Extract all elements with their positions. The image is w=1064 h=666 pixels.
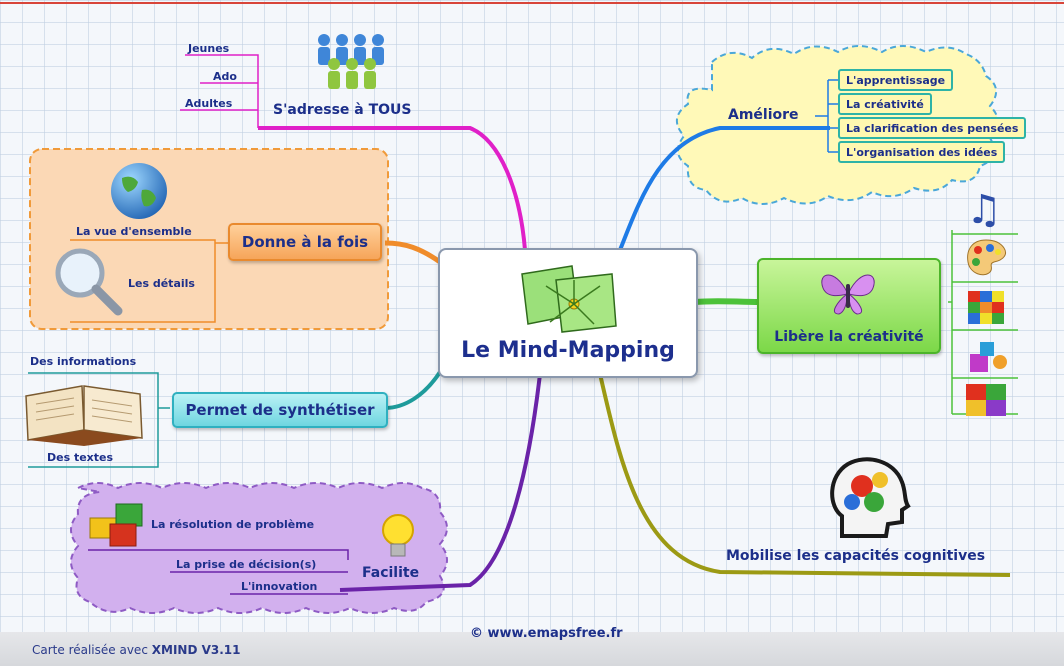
- blocks-icon: [89, 503, 143, 547]
- puzzle-icon: [966, 384, 1006, 416]
- topic-donne[interactable]: Donne à la fois: [228, 223, 382, 261]
- subtopic-details[interactable]: Les détails: [128, 277, 195, 290]
- leaves-icon: [521, 265, 617, 333]
- facilite-cloud: [70, 482, 448, 614]
- branch-adresse: [258, 126, 527, 251]
- topic-permet[interactable]: Permet de synthétiser: [172, 392, 388, 428]
- footer-credit: Carte réalisée avec XMIND V3.11: [32, 643, 240, 657]
- subtopic-apprentissage[interactable]: L'apprentissage: [838, 69, 954, 91]
- branch-facilite: [339, 373, 542, 592]
- footer-bar: [0, 632, 1064, 666]
- butterfly-icon: [821, 274, 875, 315]
- subtopic-resolution-probleme[interactable]: La résolution de problème: [151, 518, 315, 531]
- globe-icon: [111, 163, 167, 219]
- subtopic-creativite[interactable]: La créativité: [838, 93, 932, 115]
- topic-adresse[interactable]: S'adresse à TOUS: [273, 102, 412, 118]
- subtopic-adultes[interactable]: Adultes: [185, 97, 233, 110]
- branch-ameliore: [618, 126, 830, 251]
- topic-libere-box[interactable]: Libère la créativité: [757, 258, 941, 354]
- people-icon: [318, 34, 384, 89]
- subtopic-textes[interactable]: Des textes: [47, 451, 114, 464]
- subtopic-vue-ensemble[interactable]: La vue d'ensemble: [76, 225, 192, 238]
- subtopic-jeunes[interactable]: Jeunes: [188, 42, 230, 55]
- book-icon: [25, 385, 143, 446]
- subtopic-innovation[interactable]: L'innovation: [241, 580, 318, 593]
- footer-credit-prefix: Carte réalisée avec: [32, 643, 148, 657]
- subtopic-organisation-idees[interactable]: L'organisation des idées: [838, 141, 1006, 163]
- shapes-icon: [970, 342, 1007, 372]
- subtopic-clarification-pensees[interactable]: La clarification des pensées: [838, 117, 1027, 139]
- branch-mobilise: [598, 373, 1011, 577]
- subtopic-ado[interactable]: Ado: [213, 70, 237, 83]
- central-topic[interactable]: Le Mind-Mapping: [438, 248, 698, 378]
- branch-donne: [384, 240, 442, 265]
- branch-permet: [384, 370, 442, 410]
- subtopic-informations[interactable]: Des informations: [30, 355, 137, 368]
- palette-icon: [967, 239, 1007, 276]
- subtopic-prise-decision[interactable]: La prise de décision(s): [176, 558, 317, 571]
- rubik-cube-icon: [968, 291, 1004, 324]
- music-note-icon: ♫: [966, 187, 1002, 233]
- central-topic-title: Le Mind-Mapping: [461, 338, 675, 363]
- lightbulb-icon: [382, 514, 414, 557]
- footer-copyright[interactable]: © www.emapsfree.fr: [470, 626, 623, 641]
- brain-gears-icon: [830, 457, 911, 538]
- topic-libere: Libère la créativité: [774, 329, 924, 345]
- magnifier-icon: [55, 248, 123, 316]
- footer-credit-tool: XMIND V3.11: [151, 643, 241, 657]
- topic-facilite[interactable]: Facilite: [362, 565, 420, 581]
- top-border-line: [0, 2, 1064, 4]
- topic-ameliore[interactable]: Améliore: [728, 107, 799, 123]
- branch-libere: [693, 298, 761, 305]
- topic-mobilise[interactable]: Mobilise les capacités cognitives: [726, 548, 986, 564]
